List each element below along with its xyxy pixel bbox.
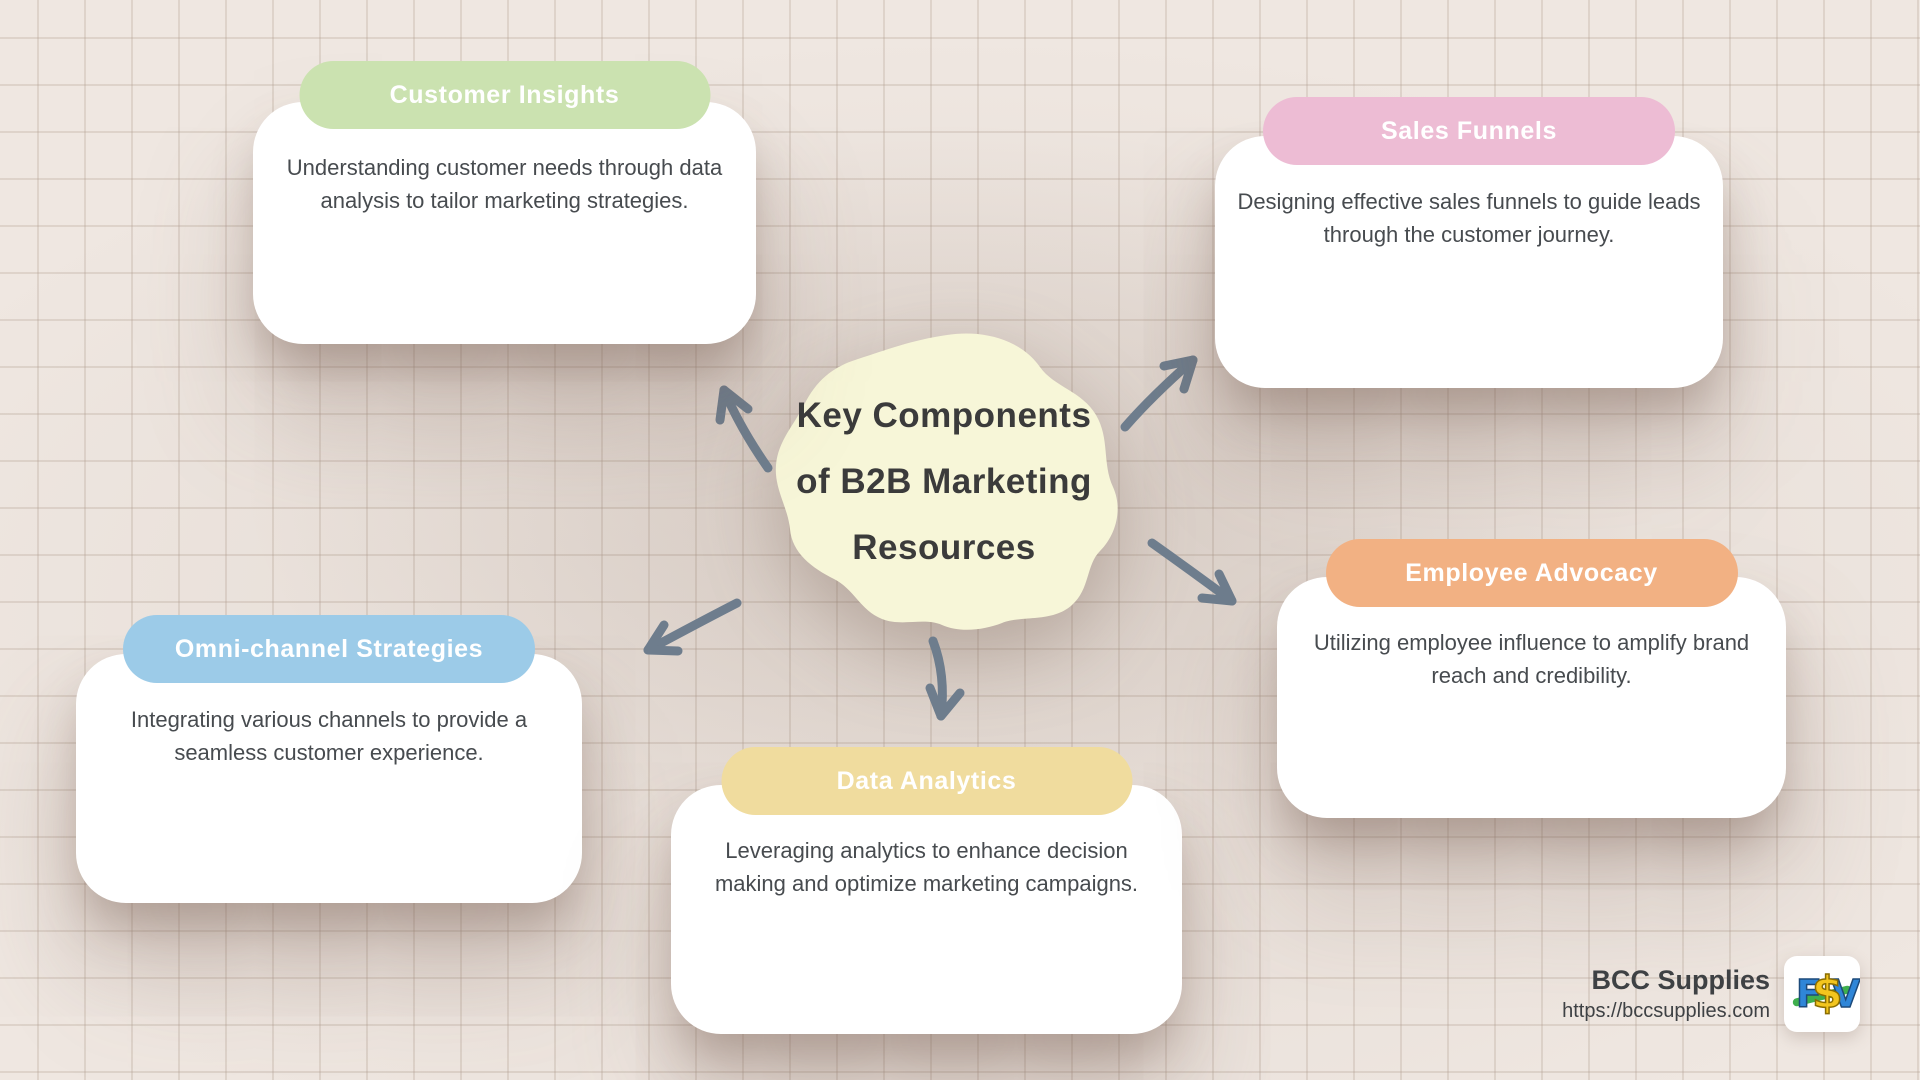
sales-funnels-pill: Sales Funnels [1263,97,1675,165]
customer-insights-pill: Customer Insights [299,61,710,129]
center-title-line-2: of B2B Marketing [796,462,1092,501]
customer-insights-label: Customer Insights [389,80,620,109]
footer-brand: BCC Supplies https://bccsupplies.com F $… [1562,956,1860,1032]
brand-url: https://bccsupplies.com [1562,1000,1770,1022]
node-omni-channel-strategies: Integrating various channels to provide … [76,615,582,903]
logo-letter-v: V [1830,971,1860,1017]
sales-funnels-label: Sales Funnels [1381,116,1557,145]
data-analytics-pill: Data Analytics [721,747,1132,815]
arrow-to-data-analytics [925,636,965,721]
center-title-line-1: Key Components [796,396,1092,435]
omni-channel-strategies-description: Integrating various channels to provide … [130,707,528,765]
brand-name: BCC Supplies [1591,965,1770,995]
employee-advocacy-card: Utilizing employee influence to amplify … [1277,577,1786,818]
center-topic-blob [764,327,1124,633]
arrow-to-omni-channel-strategies [643,598,742,656]
node-customer-insights: Understanding customer needs through dat… [253,61,756,344]
employee-advocacy-description: Utilizing employee influence to amplify … [1313,630,1750,688]
customer-insights-description: Understanding customer needs through dat… [286,155,723,213]
customer-insights-card: Understanding customer needs through dat… [253,102,756,344]
center-topic-title: Key Components of B2B Marketing Resource… [744,383,1144,581]
node-sales-funnels: Designing effective sales funnels to gui… [1215,97,1723,388]
sales-funnels-description: Designing effective sales funnels to gui… [1237,189,1701,247]
logo-letter-f: F [1795,971,1822,1017]
logo-letter-s: $ [1811,967,1843,1019]
sales-funnels-card: Designing effective sales funnels to gui… [1215,136,1723,388]
data-analytics-description: Leveraging analytics to enhance decision… [714,838,1139,896]
center-title-line-3: Resources [852,528,1036,567]
brand-logo: F $ V [1784,956,1860,1032]
employee-advocacy-pill: Employee Advocacy [1325,539,1738,607]
omni-channel-strategies-card: Integrating various channels to provide … [76,654,582,903]
employee-advocacy-label: Employee Advocacy [1405,558,1658,587]
data-analytics-card: Leveraging analytics to enhance decision… [671,785,1182,1034]
node-employee-advocacy: Utilizing employee influence to amplify … [1277,539,1786,818]
arrow-to-employee-advocacy [1147,538,1237,606]
omni-channel-strategies-pill: Omni-channel Strategies [123,615,535,683]
node-data-analytics: Leveraging analytics to enhance decision… [671,747,1182,1034]
data-analytics-label: Data Analytics [836,766,1017,795]
omni-channel-strategies-label: Omni-channel Strategies [174,634,484,663]
